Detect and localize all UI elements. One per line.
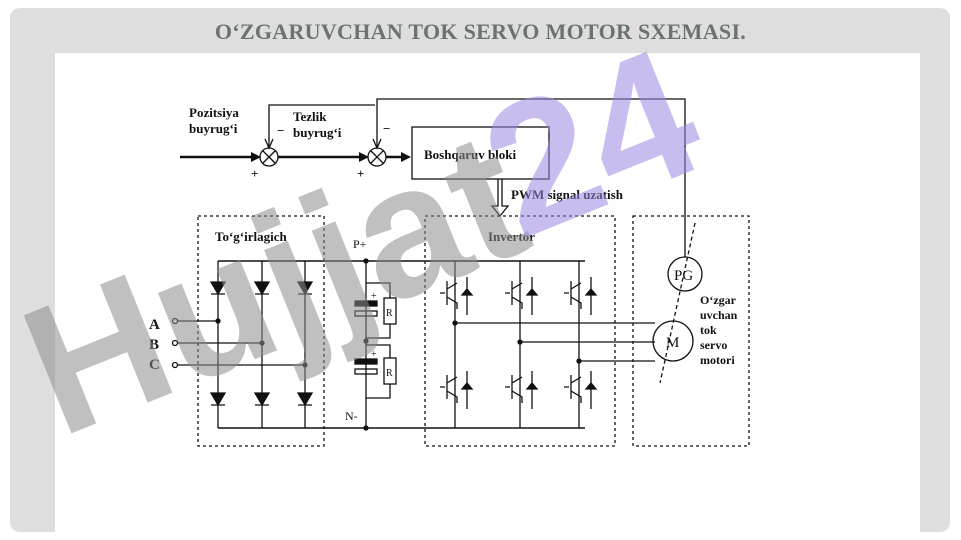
terminal-a [171, 317, 179, 325]
resistor-label: R [386, 368, 393, 379]
junction-1-cross [262, 150, 276, 164]
feedback-line-2 [376, 98, 686, 257]
terminal-c [171, 361, 179, 369]
motor-name-label: servo [700, 338, 727, 352]
diode-icon [525, 277, 539, 315]
rectifier-section [171, 215, 355, 447]
diagram-panel [55, 53, 920, 532]
position-command-label: buyrug‘i [189, 121, 238, 136]
capacitor-icon [354, 300, 378, 307]
terminal-b [171, 339, 179, 347]
plus-sign: + [357, 166, 364, 181]
transistor-icon [564, 375, 582, 403]
arrow-head [372, 138, 382, 150]
n-minus-label: N- [345, 409, 358, 423]
diode-icon [584, 277, 598, 315]
node [302, 362, 308, 368]
diode-icon [460, 277, 474, 315]
motor-name-label: tok [700, 323, 717, 337]
phase-a-label: A [149, 317, 160, 333]
arrow-head [359, 152, 369, 162]
motor-section [632, 215, 750, 447]
diode-icon [296, 392, 314, 407]
phase-b-label: B [149, 337, 159, 353]
speed-command-label: buyrug‘i [293, 125, 342, 140]
p-plus-label: P+ [353, 237, 367, 251]
junction-2-cross [370, 150, 384, 164]
motor-name-label: uvchan [700, 308, 738, 322]
plus-sign: + [371, 291, 377, 302]
diode-icon [460, 371, 474, 409]
diode-icon [525, 371, 539, 409]
arrow-head [251, 152, 261, 162]
pwm-label: PWM signal uzatish [511, 187, 624, 202]
node [517, 339, 523, 345]
motor-label: M [666, 335, 679, 351]
inverter-label: Invertor [488, 229, 535, 244]
speed-command-label: Tezlik [293, 109, 327, 124]
rectifier-box [197, 215, 325, 447]
diode-icon [209, 281, 227, 296]
node [259, 340, 265, 346]
node [576, 358, 582, 364]
transistor-icon [505, 281, 523, 309]
rectifier-label: To‘g‘irlagich [215, 229, 288, 244]
control-block [411, 126, 550, 180]
inverter-section [424, 215, 655, 447]
capacitor-icon [354, 310, 378, 317]
plus-sign: + [371, 349, 377, 360]
capacitor-icon [354, 368, 378, 375]
motor-name-label: O‘zgar [700, 293, 737, 307]
transistor-icon [440, 375, 458, 403]
arrow-head [264, 138, 274, 150]
position-command-label: Pozitsiya [189, 105, 239, 120]
node [363, 338, 369, 344]
servo-motor-diagram: + + − − Pozitsiya buyrug‘i Tezlik buyrug… [149, 98, 750, 447]
capacitor-icon [354, 358, 378, 365]
encoder-circle [667, 256, 703, 292]
minus-sign: − [383, 121, 390, 136]
resistor-icon [383, 357, 397, 385]
node [363, 425, 369, 431]
igbt-switches [440, 277, 598, 409]
diode-icon [584, 371, 598, 409]
pwm-arrow [490, 179, 510, 218]
diode-icon [253, 281, 271, 296]
transistor-icon [505, 375, 523, 403]
node [363, 258, 369, 264]
transistor-icon [564, 281, 582, 309]
control-block-label: Boshqaruv bloki [424, 147, 517, 162]
minus-sign: − [277, 123, 284, 138]
arrow-head [401, 152, 411, 162]
resistor-label: R [386, 308, 393, 319]
diode-icon [253, 392, 271, 407]
diode-icon [209, 392, 227, 407]
diode-icon [296, 281, 314, 296]
slide-title: O‘ZGARUVCHAN TOK SERVO MOTOR SXEMASI. [214, 19, 747, 44]
motor-box [632, 215, 750, 447]
phase-c-label: C [149, 357, 160, 373]
plus-sign: + [251, 166, 258, 181]
motor-shaft [659, 222, 696, 384]
resistor-icon [383, 297, 397, 325]
dc-link [354, 258, 585, 431]
node [215, 318, 221, 324]
node [452, 320, 458, 326]
feedback-line-1 [268, 104, 375, 148]
transistor-icon [440, 281, 458, 309]
encoder-label: PG [674, 268, 693, 284]
diodes [209, 281, 314, 407]
motor-name-label: motori [700, 353, 735, 367]
